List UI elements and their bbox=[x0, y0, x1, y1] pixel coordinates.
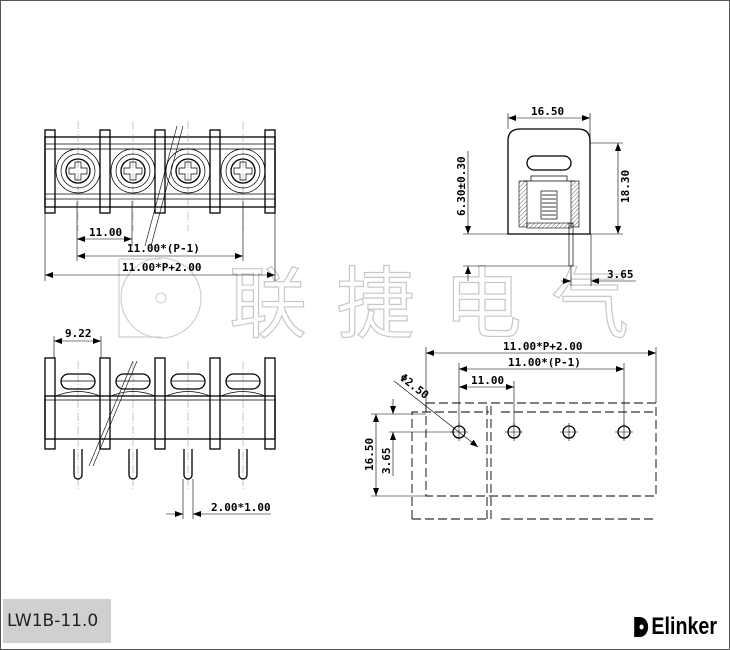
screw-ring bbox=[225, 153, 261, 189]
dim-pin-length: 6.30±0.30 bbox=[455, 156, 468, 216]
screw-head bbox=[120, 158, 146, 184]
screw-head bbox=[225, 373, 261, 390]
dim-overall: 11.00*P+2.00 bbox=[122, 261, 201, 274]
barrier-post bbox=[209, 129, 221, 214]
model-label: LW1B-11.0 bbox=[3, 599, 111, 643]
break-line bbox=[92, 360, 138, 467]
dim-pin-size: 2.00*1.00 bbox=[211, 501, 271, 514]
front-view-dimensions: 9.22 2.00*1.00 bbox=[53, 327, 271, 519]
screw-slot-icon bbox=[233, 161, 253, 181]
screw-head bbox=[175, 158, 201, 184]
screw-housing bbox=[110, 148, 156, 194]
pin bbox=[73, 449, 83, 480]
pin bbox=[238, 449, 248, 480]
barrier-post bbox=[44, 357, 56, 450]
barrier-post bbox=[44, 129, 56, 214]
pcb-layout: 11.00*P+2.00 11.00*(P-1) 11.00 Φ2.50 16.… bbox=[363, 340, 657, 521]
brand-logo: Elinker bbox=[633, 613, 717, 641]
dim-height: 18.30 bbox=[619, 170, 632, 203]
screw-housing bbox=[165, 148, 211, 194]
pcb-dim-overall: 11.00*P+2.00 bbox=[503, 340, 582, 353]
barrier-post bbox=[264, 129, 276, 214]
pcb-dim-depth: 16.50 bbox=[363, 438, 376, 471]
screw-slot-icon bbox=[178, 161, 198, 181]
barrier-post bbox=[154, 357, 166, 450]
dim-span: 11.00*(P-1) bbox=[127, 242, 200, 255]
top-view bbox=[44, 121, 276, 231]
screw-slot-icon bbox=[68, 161, 88, 181]
barrier-post bbox=[264, 357, 276, 450]
break-line bbox=[144, 125, 178, 247]
brand-logo-icon bbox=[634, 617, 649, 637]
top-view-dimensions: 11.00 11.00*(P-1) 11.00*P+2.00 bbox=[44, 201, 276, 281]
screw-head bbox=[170, 373, 206, 390]
screw-head bbox=[65, 158, 91, 184]
screw-head bbox=[115, 373, 151, 390]
brand-name: Elinker bbox=[651, 613, 717, 640]
front-view bbox=[44, 357, 276, 491]
side-view: 16.50 18.30 6.30±0.30 3.65 bbox=[455, 105, 636, 286]
screw-ring bbox=[115, 153, 151, 189]
pin bbox=[128, 449, 138, 480]
screw-housing bbox=[220, 148, 266, 194]
dim-width: 16.50 bbox=[531, 105, 564, 118]
pin bbox=[183, 449, 193, 480]
barrier-post bbox=[154, 129, 166, 214]
barrier-post bbox=[99, 357, 111, 450]
washer bbox=[55, 391, 101, 397]
pcb-dim-span: 11.00*(P-1) bbox=[508, 356, 581, 369]
dim-post-width: 9.22 bbox=[65, 327, 92, 340]
break-line bbox=[88, 360, 134, 467]
watermark-text: 联捷电气 bbox=[229, 260, 629, 350]
barrier-post bbox=[209, 357, 221, 450]
pcb-dim-pitch: 11.00 bbox=[471, 374, 504, 387]
break-line bbox=[150, 125, 184, 247]
screw-head bbox=[230, 158, 256, 184]
screw-ring bbox=[60, 153, 96, 189]
screw-housing bbox=[55, 148, 101, 194]
pcb-dim-hole-offset: 3.65 bbox=[380, 448, 393, 475]
barrier-post bbox=[99, 129, 111, 214]
washer bbox=[165, 391, 211, 397]
dim-pin-offset: 3.65 bbox=[607, 268, 634, 281]
washer bbox=[110, 391, 156, 397]
dim-pitch: 11.00 bbox=[89, 226, 122, 239]
screw-slot-icon bbox=[123, 161, 143, 181]
screw-head bbox=[60, 373, 96, 390]
washer bbox=[220, 391, 266, 397]
